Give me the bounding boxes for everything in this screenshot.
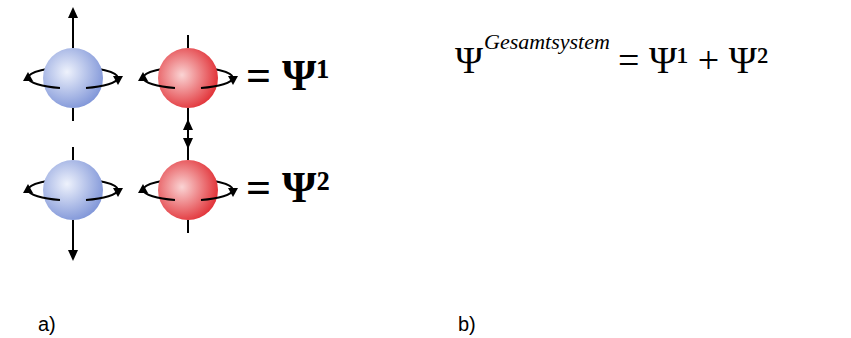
panel-label: a) bbox=[38, 312, 56, 336]
ring-arrowhead bbox=[228, 188, 238, 197]
spin-axis-stub bbox=[72, 108, 74, 121]
blue-sphere bbox=[43, 160, 103, 220]
spin-ring-front bbox=[143, 78, 175, 88]
sum-equation: = Ψ¹ + Ψ² bbox=[618, 40, 768, 82]
spin-ring-front bbox=[201, 190, 233, 200]
ring-arrowhead bbox=[23, 72, 33, 81]
state-equation: = Ψ¹ bbox=[246, 52, 330, 100]
ring-arrowhead bbox=[138, 72, 148, 81]
spin-axis-stub bbox=[187, 35, 189, 48]
spin-axis-stub bbox=[72, 147, 74, 160]
spin-ring-front bbox=[86, 190, 118, 200]
spin-arrowhead bbox=[68, 7, 78, 18]
spin-ring-front bbox=[28, 190, 60, 200]
spin-axis-arrow bbox=[187, 128, 189, 160]
state-equation: = Ψ² bbox=[246, 164, 330, 212]
spin-arrowhead bbox=[183, 119, 193, 130]
spin-axis-arrow bbox=[72, 16, 74, 48]
red-sphere bbox=[158, 48, 218, 108]
ring-arrowhead bbox=[113, 76, 123, 85]
ring-arrowhead bbox=[138, 184, 148, 193]
blue-sphere bbox=[43, 48, 103, 108]
ring-arrowhead bbox=[228, 76, 238, 85]
red-sphere bbox=[158, 160, 218, 220]
psi-symbol: Ψ bbox=[455, 40, 483, 82]
spin-arrowhead bbox=[68, 250, 78, 261]
ring-arrowhead bbox=[113, 188, 123, 197]
spin-ring-front bbox=[28, 78, 60, 88]
red-particle-spin-up bbox=[138, 119, 238, 233]
panel-label: b) bbox=[458, 312, 476, 336]
ring-arrowhead bbox=[23, 184, 33, 193]
spin-ring-front bbox=[143, 190, 175, 200]
superscript-label: Gesamtsystem bbox=[484, 30, 610, 54]
spin-ring-front bbox=[201, 78, 233, 88]
spin-axis-stub bbox=[187, 220, 189, 233]
spin-ring-front bbox=[86, 78, 118, 88]
blue-particle-spin-up bbox=[23, 7, 123, 121]
spin-axis-arrow bbox=[72, 220, 74, 252]
blue-particle-spin-down bbox=[23, 147, 123, 261]
